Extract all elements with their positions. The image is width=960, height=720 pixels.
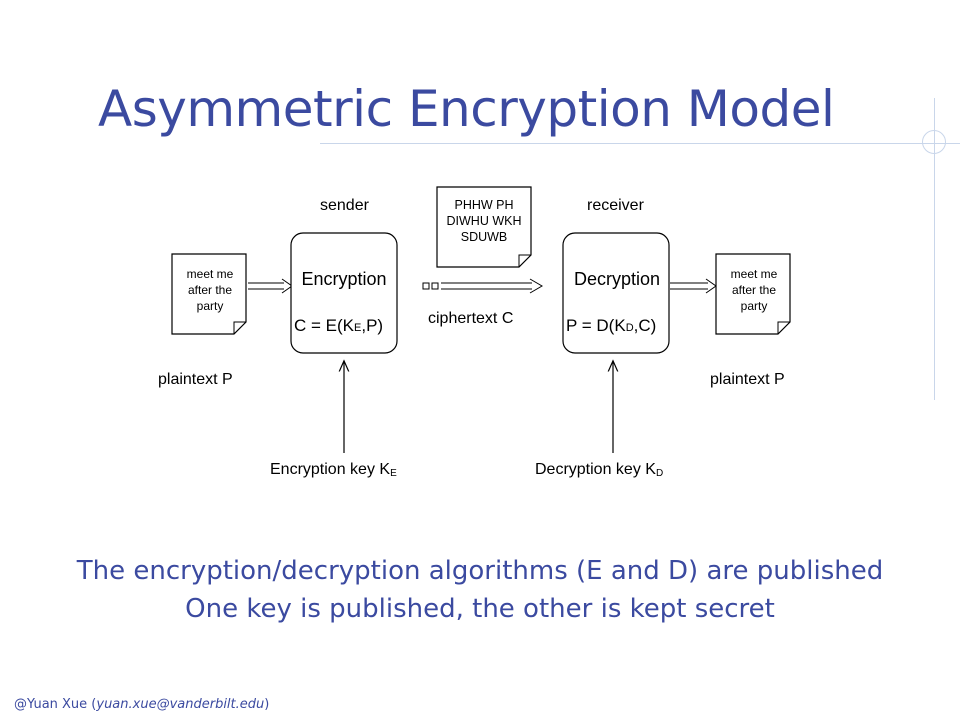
decryption-formula: P = D(KD,C) xyxy=(566,316,656,335)
ciphertext-line-2: DIWHU WKH xyxy=(447,214,522,228)
arrow-encryption-to-decryption xyxy=(422,278,543,294)
bullet-algorithms-published: The encryption/decryption algorithms (E … xyxy=(76,556,884,586)
plaintext-left-line-1: meet me xyxy=(187,267,234,281)
decryption-box: Decryption P = D(KD,C) xyxy=(562,232,670,354)
encryption-formula: C = E(KE,P) xyxy=(294,316,383,335)
plaintext-right-label: plaintext P xyxy=(710,371,785,388)
bullet-key-published: One key is published, the other is kept … xyxy=(185,594,775,624)
footer-credit: @Yuan Xue (yuan.xue@vanderbilt.edu) xyxy=(14,697,269,712)
footer-author: @Yuan Xue ( xyxy=(14,697,97,712)
ciphertext-label: ciphertext C xyxy=(428,310,513,327)
ciphertext-document: PHHW PH DIWHU WKH SDUWB xyxy=(436,186,532,268)
plaintext-right-line-1: meet me xyxy=(731,267,778,281)
encryption-key-label: Encryption key KE xyxy=(270,461,397,479)
footer-email: yuan.xue@vanderbilt.edu xyxy=(96,697,265,712)
plaintext-document-left: meet me after the party xyxy=(171,253,247,335)
arrow-plaintext-to-encryption xyxy=(248,278,293,294)
arrow-decryption-to-plaintext xyxy=(670,278,717,294)
encryption-title: Encryption xyxy=(301,269,386,289)
plaintext-right-line-2: after the xyxy=(732,283,776,297)
slide-title: Asymmetric Encryption Model xyxy=(98,80,835,138)
footer-close: ) xyxy=(264,697,270,712)
decorative-rule-vertical xyxy=(934,98,935,400)
decryption-title: Decryption xyxy=(574,269,660,289)
decryption-key-label: Decryption key KD xyxy=(535,461,663,479)
decorative-circle xyxy=(922,130,946,154)
receiver-label: receiver xyxy=(587,197,645,214)
decorative-rule-horizontal xyxy=(320,143,960,144)
plaintext-left-label: plaintext P xyxy=(158,371,233,388)
sender-label: sender xyxy=(320,197,370,214)
plaintext-left-line-3: party xyxy=(197,299,224,313)
ciphertext-line-1: PHHW PH xyxy=(454,198,513,212)
plaintext-left-line-2: after the xyxy=(188,283,232,297)
encryption-box: Encryption C = E(KE,P) xyxy=(290,232,398,354)
ciphertext-line-3: SDUWB xyxy=(461,230,508,244)
plaintext-right-line-3: party xyxy=(741,299,768,313)
plaintext-document-right: meet me after the party xyxy=(715,253,791,335)
